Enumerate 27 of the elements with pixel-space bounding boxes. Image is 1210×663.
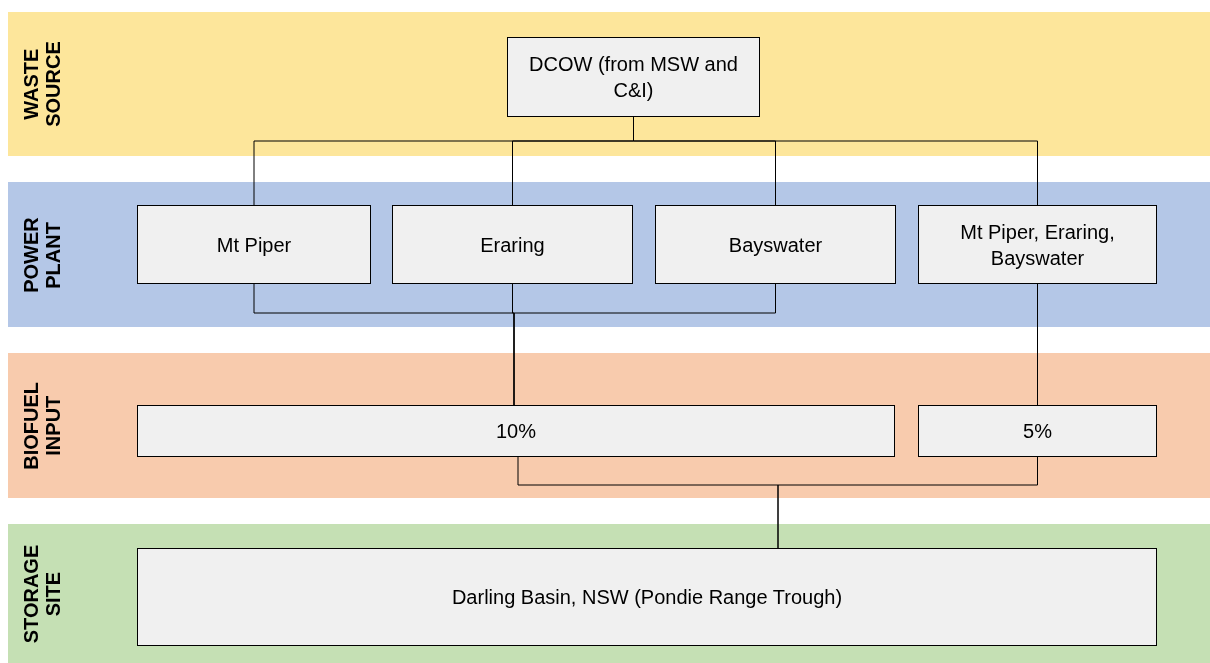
- box-label: Mt Piper, Eraring, Bayswater: [959, 219, 1116, 271]
- swimlane-band: [8, 12, 1210, 156]
- box-label: Darling Basin, NSW (Pondie Range Trough): [451, 585, 843, 610]
- process-box: [655, 205, 896, 284]
- connector-line: [777, 456, 1038, 549]
- box-label: 5%: [1023, 419, 1052, 444]
- process-box: [918, 205, 1157, 284]
- box-label: Eraring: [480, 232, 545, 258]
- swimlane-band: [8, 182, 1210, 327]
- swimlane-band: [8, 353, 1210, 498]
- process-box: [137, 405, 895, 457]
- connector-line: [513, 283, 776, 406]
- box-label: DCOW (from MSW and C&I): [528, 52, 739, 103]
- lane-heading: STORAGE SITE: [20, 544, 65, 643]
- box-label: Bayswater: [728, 232, 823, 258]
- lane-heading: WASTE SOURCE: [20, 41, 65, 127]
- box-label: Mt Piper: [216, 232, 292, 258]
- lane-heading: POWER PLANT: [20, 216, 65, 293]
- box-label: 10%: [496, 419, 536, 444]
- process-box: [392, 205, 633, 284]
- process-box: [137, 205, 371, 284]
- swimlane-band: [8, 524, 1210, 663]
- lane-heading: BIOFUEL INPUT: [20, 381, 65, 470]
- process-box: [918, 405, 1157, 457]
- process-box: [137, 548, 1157, 646]
- connector-line: [1037, 283, 1038, 406]
- process-box: [507, 37, 760, 117]
